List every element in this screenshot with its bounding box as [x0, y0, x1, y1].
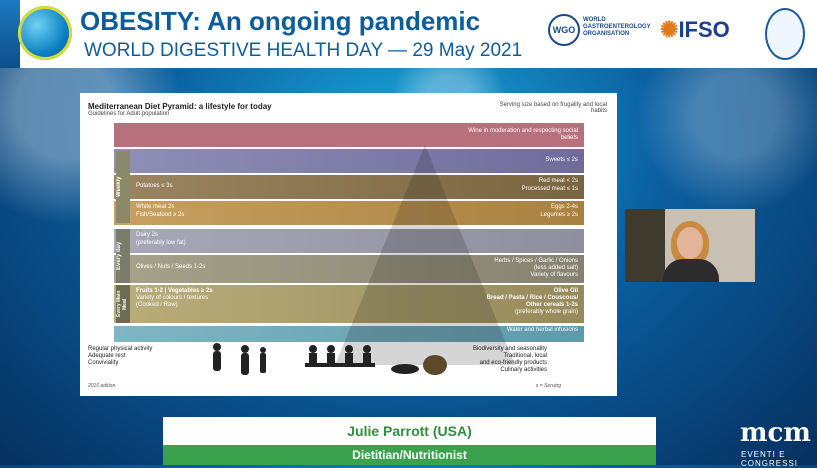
olives-text: Olives / Nuts / Seeds 1-2s — [136, 264, 206, 270]
cereals-note-text: (preferably whole grain) — [514, 309, 578, 315]
band-white-meat: White meat 2s Fish/Seafood ≥ 2s Eggs 2-4… — [114, 201, 584, 225]
weekly-label: Weekly — [116, 151, 130, 223]
herbs-text: Herbs / Spices / Garlic / Onions — [494, 258, 578, 264]
sweets-text: Sweets ≤ 2s — [545, 157, 578, 163]
speaker-webcam-video — [625, 209, 755, 282]
bio-eco-text: and eco-friendly products — [479, 360, 547, 366]
band-water: Water and herbal infusions — [114, 326, 584, 342]
people-silhouettes-icon — [213, 343, 447, 375]
band-olives-herbs: Olives / Nuts / Seeds 1-2s Herbs / Spice… — [114, 255, 584, 283]
globe-tape-logo-icon — [18, 6, 72, 60]
speaker-role: Dietitian/Nutritionist — [352, 448, 467, 462]
bio-seasonality-text: Biodiversity and seasonality — [472, 346, 547, 352]
dairy-text: Dairy 2s — [136, 232, 159, 238]
slide-serving-note: Serving size based on frugality and loca… — [499, 102, 607, 114]
society-seal-icon — [765, 8, 805, 60]
herbs-note-text: (less added salt) — [533, 265, 578, 271]
header-accent-bar — [0, 0, 20, 68]
biodiversity-notes: Biodiversity and seasonality Traditional… — [473, 346, 547, 374]
red-meat-text: Red meat < 2s — [538, 178, 578, 184]
ifso-logo: ✺IFSO — [660, 17, 730, 42]
bio-culinary-text: Culinary activities — [500, 367, 547, 373]
lifestyle-activity-text: Regular physical activity — [88, 346, 153, 352]
lifestyle-rest-text: Adequate rest — [88, 353, 126, 359]
speaker-name-bar — [163, 417, 656, 445]
wine-text: Wine in moderation and respecting social… — [468, 128, 578, 141]
ifso-star-icon: ✺ — [660, 17, 679, 42]
lifestyle-notes: Regular physical activity Adequate rest … — [88, 346, 152, 367]
bookshelf-background — [625, 209, 665, 282]
cereals-text: Other cereals 1-2s — [525, 302, 578, 308]
edition-text: 2010 edition — [88, 383, 116, 389]
everyday-label: Every day — [116, 229, 130, 283]
processed-meat-text: Processed meat ≤ 1s — [521, 186, 578, 192]
mcm-tagline: EVENTI E CONGRESSI — [741, 450, 799, 468]
serving-legend-text: s = Serving — [535, 383, 561, 389]
olive-oil-text: Olive Oil — [553, 288, 578, 294]
band-sweets: Sweets ≤ 2s — [114, 149, 584, 173]
fish-text: Fish/Seafood ≥ 2s — [136, 212, 185, 218]
water-text: Water and herbal infusions — [506, 327, 578, 333]
shared-slide: Mediterranean Diet Pyramid: a lifestyle … — [80, 93, 617, 396]
fruits-note-text: Variety of colours / textures — [136, 295, 209, 301]
header-banner: OBESITY: An ongoing pandemic WORLD DIGES… — [0, 0, 817, 68]
speaker-face — [677, 227, 703, 259]
potatoes-text: Potatoes ≤ 3s — [136, 183, 173, 189]
wgo-logo-text: WORLD GASTROENTEROLOGY ORGANISATION — [583, 17, 651, 37]
band-fruits-cereals: Fruits 1-2 | Vegetables ≥ 2s Variety of … — [114, 285, 584, 323]
band-dairy: Dairy 2s (preferably low fat) — [114, 229, 584, 253]
white-meat-text: White meat 2s — [136, 204, 175, 210]
slide-subtitle: Guidelines for Adult population — [88, 111, 170, 117]
bio-traditional-text: Traditional, local — [503, 353, 547, 359]
bread-text: Bread / Pasta / Rice / Couscous/ — [486, 295, 578, 301]
slide-title: Mediterranean Diet Pyramid: a lifestyle … — [88, 102, 272, 111]
dairy-note-text: (preferably low fat) — [136, 240, 186, 246]
band-wine: Wine in moderation and respecting social… — [114, 123, 584, 147]
mcm-logo: mcm — [740, 418, 811, 448]
fruits-note2-text: (Cooked / Raw) — [136, 302, 178, 308]
wgo-logo-icon: WGO — [548, 14, 580, 46]
lifestyle-conviviality-text: Conviviality — [88, 360, 119, 366]
legumes-text: Legumes ≥ 2s — [540, 212, 578, 218]
speaker-name: Julie Parrott (USA) — [347, 423, 472, 439]
fruits-text: Fruits 1-2 | Vegetables ≥ 2s — [136, 288, 213, 294]
food-pyramid-shape — [335, 145, 515, 365]
main-meal-label: Every Main Meal — [116, 285, 130, 323]
flavours-text: Variety of flavours — [530, 272, 578, 278]
page-title: OBESITY: An ongoing pandemic — [80, 6, 481, 36]
speaker-role-bar — [163, 445, 656, 465]
speaker-body — [663, 259, 719, 282]
eggs-text: Eggs 2-4s — [550, 204, 578, 210]
band-potatoes-meat: Potatoes ≤ 3s Red meat < 2s Processed me… — [114, 175, 584, 199]
page-subtitle: WORLD DIGESTIVE HEALTH DAY — 29 May 2021 — [84, 40, 523, 61]
